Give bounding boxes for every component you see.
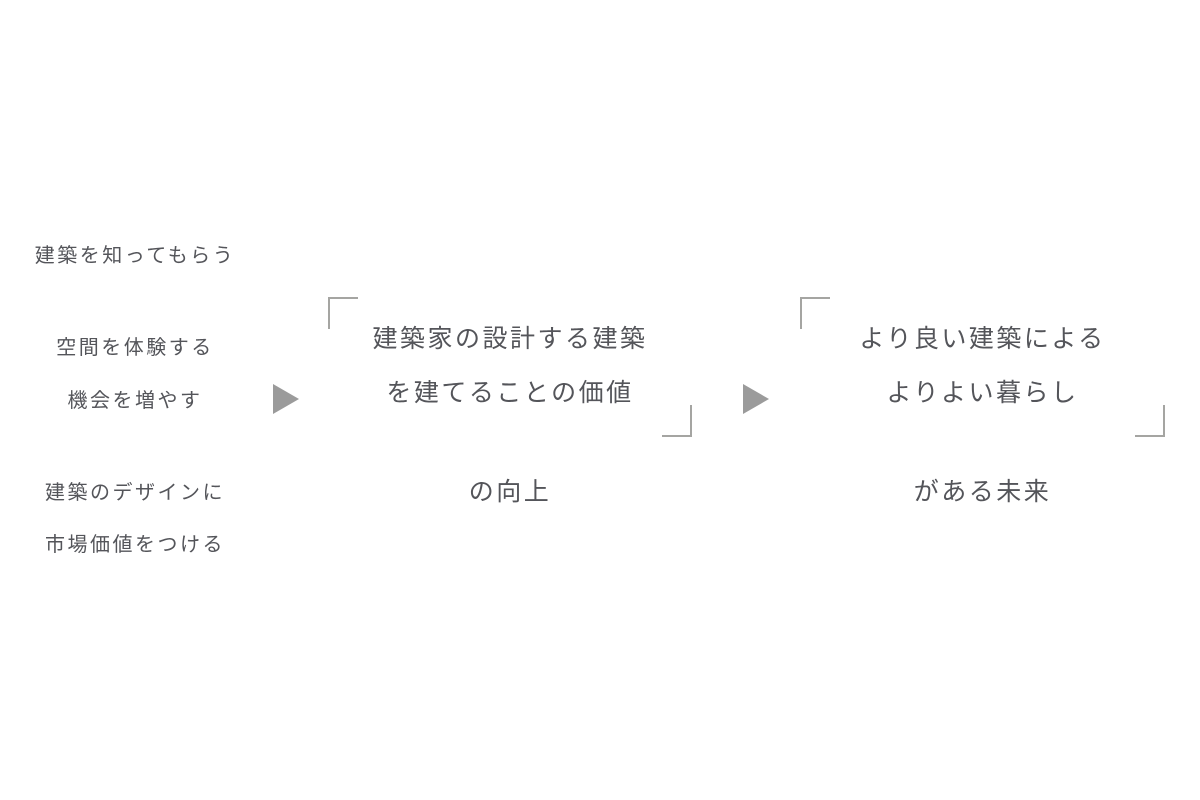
corner-bracket-bottom-right-icon — [1135, 405, 1165, 437]
value-statement-line-1: 建築家の設計する建築 — [372, 324, 648, 353]
goals-list: 建築を知ってもらう 空間を体験する 機会を増やす 建築のデザインに 市場価値をつ… — [0, 0, 270, 800]
future-statement-tail: がある未来 — [913, 477, 1052, 506]
value-statement-line-2: を建てることの価値 — [386, 378, 634, 407]
corner-bracket-top-left-icon — [328, 297, 358, 329]
future-statement-line-1: より良い建築による — [859, 324, 1106, 353]
goal-experience-line-1: 空間を体験する — [56, 335, 214, 359]
triangle-right-icon — [743, 384, 769, 414]
goal-market-value-line-2: 市場価値をつける — [45, 532, 225, 556]
triangle-right-icon — [273, 384, 299, 414]
value-statement-tail: の向上 — [468, 477, 552, 506]
goal-experience-line-2: 機会を増やす — [67, 388, 203, 412]
goal-market-value-line-1: 建築のデザインに — [45, 480, 225, 504]
future-statement-line-2: よりよい暮らし — [886, 378, 1079, 407]
corner-bracket-bottom-right-icon — [662, 405, 692, 437]
value-statement-box: 建築家の設計する建築 を建てることの価値 — [328, 297, 692, 437]
future-statement-box: より良い建築による よりよい暮らし — [800, 297, 1165, 437]
goal-awareness-line: 建築を知ってもらう — [34, 243, 236, 267]
corner-bracket-top-left-icon — [800, 297, 830, 329]
